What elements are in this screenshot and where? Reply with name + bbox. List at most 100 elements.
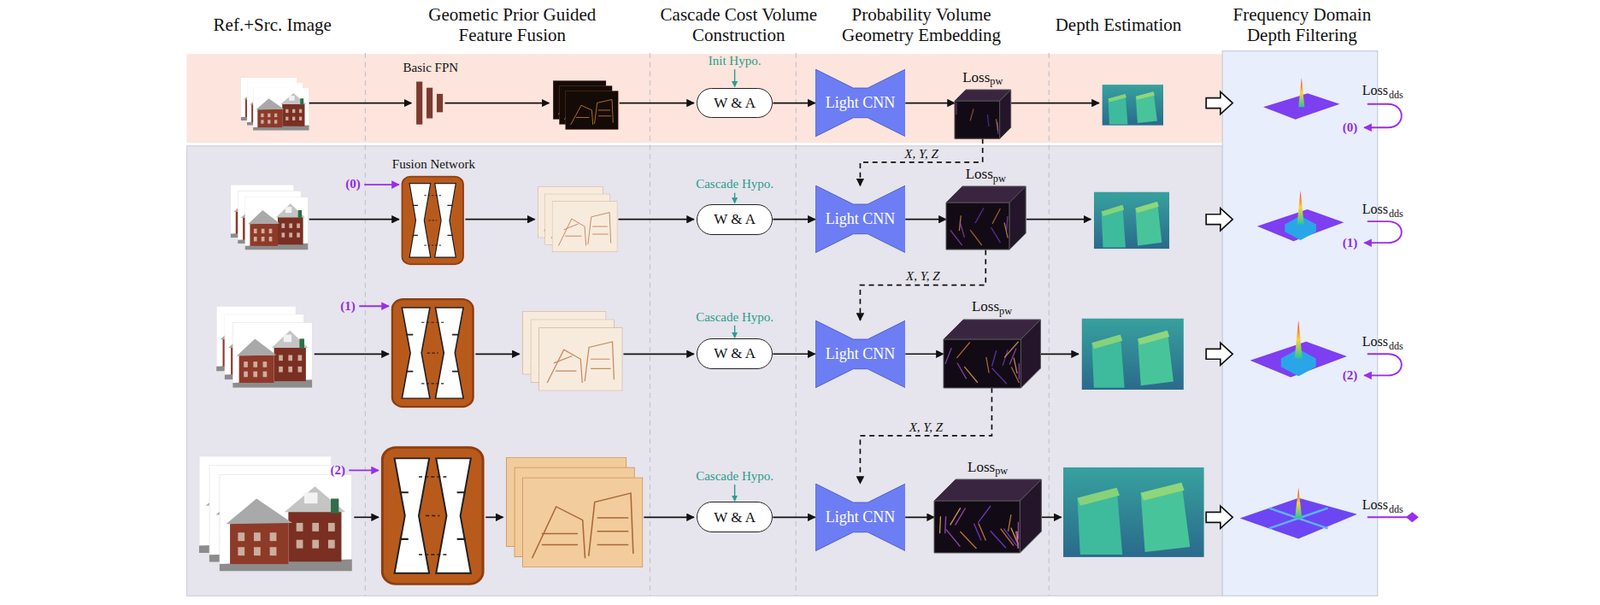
- volume-texture: [986, 357, 989, 374]
- flow-arrow: [617, 218, 694, 221]
- volume-texture: [950, 508, 961, 526]
- volume-texture: [975, 208, 984, 224]
- light-cnn-block: Light CNN: [815, 185, 906, 253]
- warp-aggregate-pill: W & A: [696, 204, 774, 236]
- feature-map-stack: [552, 200, 618, 253]
- geometry-embedding-arrow: [859, 249, 986, 320]
- column-header: Ref.+Src. Image: [213, 14, 332, 36]
- volume-cube: [946, 186, 1026, 250]
- module-label: Basic FPN: [403, 60, 459, 76]
- volume-face: [1009, 186, 1026, 250]
- prior-feedback-arrow: [348, 469, 379, 471]
- light-cnn-block: Light CNN: [815, 320, 906, 389]
- loss-label: Loss: [1362, 497, 1389, 513]
- node-text: Loss: [962, 69, 990, 86]
- hollow-arrow: [1205, 342, 1233, 365]
- volume-texture: [1002, 349, 1008, 366]
- hollow-arrow: [1205, 91, 1233, 114]
- warp-aggregate-pill: W & A: [696, 338, 774, 370]
- volume-face: [954, 100, 1000, 139]
- probability-volume: Losspw: [943, 298, 1041, 388]
- column-header: Depth Estimation: [1055, 14, 1183, 36]
- loss-label: Loss: [1362, 201, 1389, 218]
- input-image-stack: [245, 196, 309, 250]
- frequency-spectrum-plot: [1257, 190, 1344, 242]
- node-label: Light CNN: [825, 94, 896, 112]
- volume-texture: [957, 362, 967, 379]
- bowtie-outline: [815, 320, 906, 389]
- flow-arrow: [905, 218, 947, 221]
- loss-subscript: pw: [999, 305, 1012, 318]
- volume-texture: [1011, 366, 1019, 383]
- volume-face: [934, 500, 1020, 553]
- volume-texture: [945, 347, 952, 365]
- hypothesis-arrow: [734, 484, 736, 501]
- flow-arrow: [905, 516, 935, 518]
- volume-texture: [950, 230, 963, 247]
- module-label: Fusion Network: [392, 157, 476, 172]
- flow-arrow: [623, 352, 694, 355]
- volume-texture: [944, 516, 947, 534]
- loss-subscript: dds: [1388, 208, 1404, 221]
- step-number: (2): [329, 463, 346, 478]
- volume-texture: [1015, 531, 1018, 549]
- loss-subscript: dds: [1388, 504, 1404, 517]
- volume-face: [1020, 319, 1041, 389]
- fpn-bars: [416, 82, 423, 125]
- node-text: W & A: [713, 509, 756, 526]
- edge-label: X, Y, Z: [905, 269, 940, 284]
- loss-subscript: pw: [993, 172, 1006, 185]
- volume-texture: [964, 366, 978, 383]
- volume-texture: [997, 122, 1000, 135]
- depth-map: [1063, 467, 1205, 558]
- volume-face: [1019, 479, 1042, 553]
- column-header: Probability Volume Geometry Embedding: [823, 4, 1020, 46]
- warp-aggregate-pill: W & A: [696, 501, 774, 533]
- volume-texture: [1017, 363, 1019, 380]
- volume-texture: [956, 341, 971, 359]
- hollow-arrow: [1205, 505, 1233, 529]
- node-label: W & A: [713, 94, 756, 112]
- volume-texture: [977, 505, 991, 524]
- flow-arrow: [1041, 352, 1079, 355]
- edge-label: X, Y, Z: [904, 147, 938, 162]
- fpn-bars: [426, 88, 433, 119]
- geometry-embedding-arrow: [859, 138, 983, 186]
- volume-texture: [959, 531, 977, 549]
- loss-subscript: pw: [989, 75, 1003, 88]
- input-image-stack: [199, 77, 353, 572]
- node-label: W & A: [713, 211, 756, 229]
- bowtie-outline: [815, 483, 906, 552]
- node-text: Loss: [971, 298, 1000, 315]
- prior-feedback-arrow: [348, 104, 1401, 471]
- volume-texture: [955, 102, 957, 115]
- node-text: W & A: [713, 94, 756, 112]
- step-number: (0): [345, 176, 361, 192]
- volume-texture: [970, 108, 974, 121]
- flow-arrow: [772, 516, 815, 518]
- column-separator: [364, 52, 1049, 596]
- bowtie-outline: [815, 69, 906, 137]
- flow-arrow: [309, 218, 400, 221]
- flow-arrow: [1026, 218, 1091, 221]
- volume-texture: [939, 516, 942, 534]
- flow-arrow: [314, 352, 389, 355]
- depth-map: [1063, 84, 1205, 558]
- stage-bands: [186, 146, 1223, 597]
- fusion-network-box: [382, 447, 483, 585]
- fpn-bars: [416, 82, 443, 125]
- loss-label: Loss: [1362, 334, 1389, 350]
- loss-label: Loss: [1362, 82, 1389, 99]
- volume-cube: [943, 319, 1041, 389]
- step-number: (1): [340, 299, 356, 314]
- flow-arrow: [464, 218, 535, 221]
- hollow-arrow: [1205, 208, 1233, 231]
- hypothesis-label: Init Hypo.: [708, 53, 762, 69]
- feature-map-stack: [522, 477, 643, 568]
- column-header: Geometic Prior Guided Feature Fusion: [400, 4, 624, 46]
- volume-texture: [1000, 529, 1014, 547]
- prior-feedback-arrow: [1364, 353, 1402, 376]
- loss-heading: Losspw: [946, 165, 1026, 187]
- depth-map: [1094, 191, 1170, 249]
